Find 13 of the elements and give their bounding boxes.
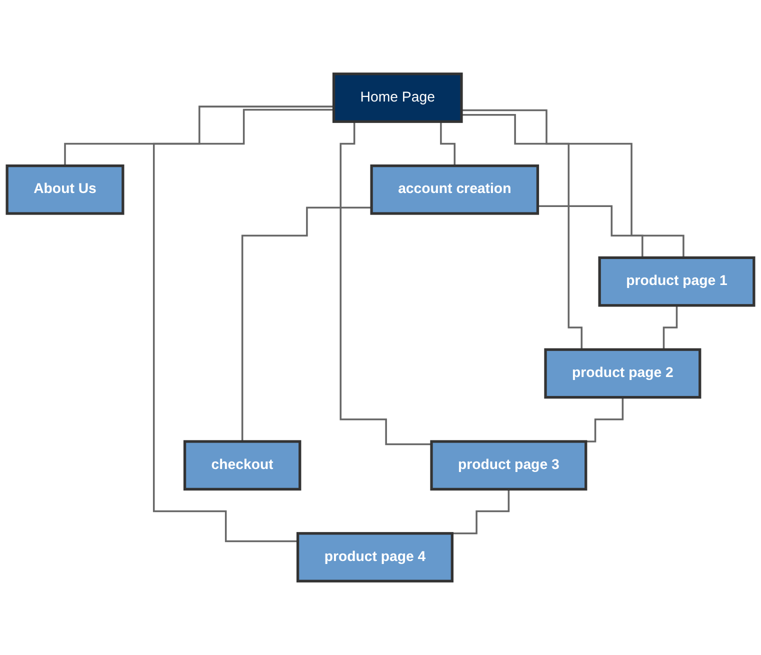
connector <box>64 106 334 167</box>
node-box: product page 1 <box>598 256 756 307</box>
connector <box>340 120 432 446</box>
node-box: product page 3 <box>430 440 588 491</box>
node-box: Home Page <box>332 72 463 123</box>
connector <box>538 205 684 259</box>
connector <box>152 108 334 542</box>
node-box: About Us <box>6 164 124 215</box>
connector <box>241 206 372 442</box>
node-box: checkout <box>183 440 302 491</box>
node-box: account creation <box>370 164 540 215</box>
node-box: product page 4 <box>296 532 454 582</box>
node-box: product page 2 <box>544 348 702 399</box>
